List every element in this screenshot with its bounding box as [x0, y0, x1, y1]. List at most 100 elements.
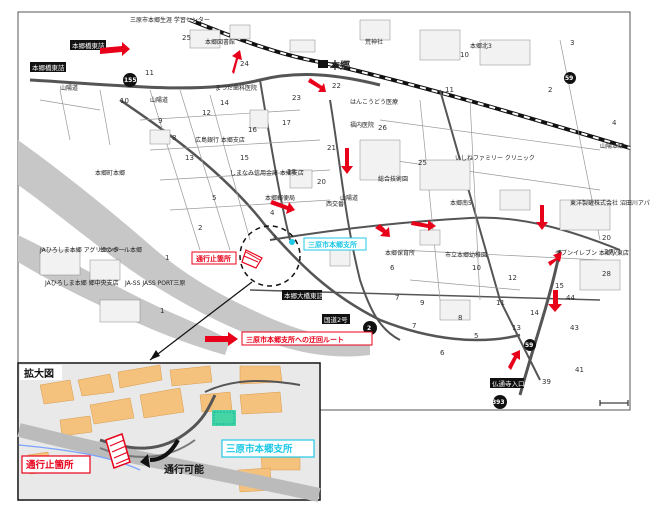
svg-text:20: 20	[317, 178, 326, 186]
arrow-11	[508, 350, 520, 370]
route-badge-155: 155	[123, 73, 137, 87]
svg-text:国道2号: 国道2号	[324, 315, 348, 324]
tag-ohashi: 本郷大橋東詰	[282, 290, 324, 300]
station-marker: 本郷	[318, 59, 350, 72]
block-numbers: 11 10 9 8 12 24 23 25 22 21 20 18 17 16 …	[120, 34, 617, 386]
svg-text:1: 1	[160, 307, 164, 315]
arrow-1	[100, 42, 130, 56]
svg-text:13: 13	[512, 324, 521, 332]
label-ja-agri: JAひろしま本郷 アグリセンター	[39, 246, 125, 254]
route-badge-59a: 59	[564, 72, 576, 84]
label-nishi-police: 西交番	[326, 200, 344, 208]
tag-route: 国道2号	[322, 314, 350, 324]
inset-passable-label: 通行可能	[164, 463, 204, 476]
label-honmachi-north: 本郷北3	[470, 42, 492, 50]
inset-map	[17, 364, 321, 502]
arrow-3	[308, 78, 326, 92]
svg-text:拡大図: 拡大図	[24, 367, 54, 380]
svg-text:44: 44	[566, 294, 575, 302]
svg-text:41: 41	[575, 366, 584, 374]
label-shiro: 荒神社	[365, 38, 383, 46]
svg-text:6: 6	[390, 264, 395, 272]
svg-text:2: 2	[367, 325, 371, 332]
svg-text:5: 5	[212, 194, 216, 202]
svg-text:24: 24	[240, 60, 249, 68]
label-library: 本郷図書館	[205, 38, 235, 46]
label-sanyo-2: 山陽道	[150, 96, 168, 104]
label-honmachi: 本郷町本郷	[95, 169, 125, 177]
label-kindergarten: 総合技術園	[378, 175, 408, 183]
label-ichi: 市立本郷幼稚園	[445, 251, 487, 259]
branch-label: 三原市本郷支所	[303, 237, 367, 251]
svg-text:13: 13	[185, 154, 194, 162]
svg-text:23: 23	[292, 94, 301, 102]
svg-text:本郷大橋東詰: 本郷大橋東詰	[284, 291, 324, 300]
svg-text:14: 14	[220, 99, 229, 107]
svg-text:59: 59	[525, 342, 533, 349]
svg-text:三原市本郷支所: 三原市本郷支所	[308, 240, 357, 249]
svg-text:21: 21	[327, 144, 336, 152]
route-badge-393: 393	[492, 395, 507, 409]
arrow-10	[548, 290, 562, 312]
svg-text:12: 12	[202, 109, 211, 117]
label-sanyo-3: 山陽道	[340, 194, 358, 202]
label-toyoda: 東洋製罐株式会社 沼田川アパート	[570, 199, 650, 207]
svg-text:26: 26	[378, 124, 387, 132]
svg-text:3: 3	[570, 39, 574, 47]
tag-north-bridge: 本郷橋東詰	[30, 62, 66, 72]
svg-text:17: 17	[282, 119, 291, 127]
zoom-pointer	[149, 281, 253, 361]
station-label: 本郷	[330, 59, 350, 72]
arrow-4	[341, 148, 353, 174]
svg-text:1: 1	[165, 254, 169, 262]
svg-text:155: 155	[124, 77, 137, 84]
label-sanyo-1: 山陽道	[60, 84, 78, 92]
svg-text:15: 15	[240, 154, 249, 162]
label-center: 三原市本郷生涯 学習センター	[130, 16, 210, 24]
arrow-legend	[205, 332, 238, 346]
label-ja-pal: JAひろしま本郷 郷中央支店	[44, 279, 119, 287]
svg-text:6: 6	[440, 349, 445, 357]
inset-branch-label: 三原市本郷支所	[221, 439, 315, 458]
place-labels: 山陽道 山陽道 山陽道 山陽本線 本郷町本郷 本郷南5 本郷北3 三原市本郷生涯…	[39, 16, 650, 287]
railway	[189, 18, 631, 150]
svg-text:10: 10	[472, 264, 481, 272]
buildings	[39, 19, 621, 323]
svg-text:27: 27	[604, 248, 613, 256]
label-hiroshima-bank: 広島銀行 本郷支店	[195, 136, 245, 144]
branch-marker	[289, 239, 295, 245]
svg-text:39: 39	[542, 378, 551, 386]
label-post: 本郷郵便局	[265, 194, 295, 202]
scale-bar	[599, 400, 629, 406]
svg-text:通行止箇所: 通行止箇所	[196, 254, 231, 263]
svg-text:20: 20	[602, 234, 611, 242]
svg-text:本郷橋東詰: 本郷橋東詰	[32, 63, 65, 72]
svg-text:4: 4	[270, 209, 275, 217]
svg-text:16: 16	[248, 126, 257, 134]
svg-text:7: 7	[412, 322, 416, 330]
label-shimanami: しまなみ信用金庫 本郷支店	[230, 169, 304, 177]
svg-text:2: 2	[548, 86, 552, 94]
svg-text:11: 11	[496, 299, 505, 307]
label-sanyo-line: 山陽本線	[600, 142, 624, 150]
svg-text:三原市本郷支所への迂回ルート: 三原市本郷支所への迂回ルート	[246, 335, 344, 344]
svg-text:10: 10	[460, 51, 469, 59]
label-ja-ss: JA-SS JASS PORT三原	[124, 280, 185, 287]
label-hansoku: はんこうどう医療	[350, 98, 398, 106]
svg-text:9: 9	[158, 117, 162, 125]
zoom-circle	[239, 225, 301, 287]
arrow-7	[411, 220, 436, 231]
arrow-9	[548, 252, 562, 266]
svg-text:通行可能: 通行可能	[164, 463, 204, 476]
svg-text:8: 8	[458, 314, 462, 322]
closure-marker	[241, 249, 263, 269]
route-badge-59b: 59	[524, 339, 536, 351]
closure-label: 通行止箇所	[191, 251, 237, 265]
svg-text:12: 12	[508, 274, 517, 282]
label-fukunaka: 福内医院	[350, 121, 374, 129]
svg-text:25: 25	[418, 159, 427, 167]
label-hoiku: 本郷保育所	[385, 249, 415, 257]
svg-text:5: 5	[474, 332, 478, 340]
svg-text:本郷橋東詰: 本郷橋東詰	[72, 41, 105, 50]
